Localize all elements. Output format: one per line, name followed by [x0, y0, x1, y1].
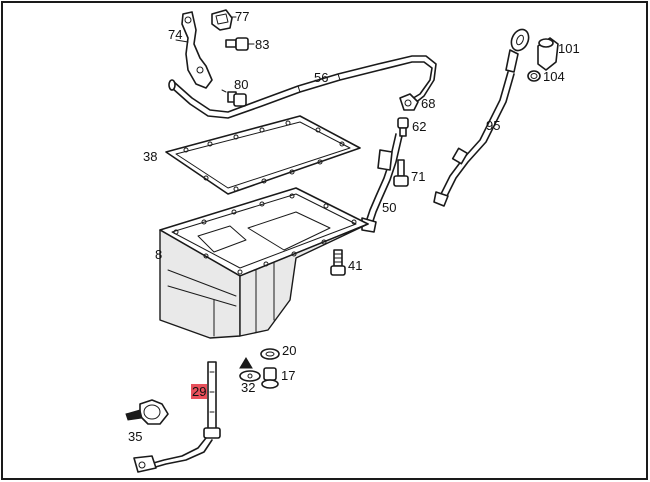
flange-holes — [173, 193, 357, 275]
label-77: 77 — [235, 9, 249, 24]
label-56: 56 — [314, 70, 328, 85]
gasket-part[interactable] — [165, 115, 361, 195]
label-8: 8 — [155, 247, 162, 262]
label-68: 68 — [421, 96, 435, 111]
dipstick-part[interactable] — [433, 27, 532, 207]
cable-clamp-part[interactable] — [125, 399, 169, 425]
bolt-part[interactable] — [221, 89, 247, 107]
oil-pan-part[interactable] — [159, 187, 369, 339]
nut-part[interactable] — [239, 357, 261, 382]
label-101: 101 — [558, 41, 580, 56]
bolt-part[interactable] — [330, 249, 346, 276]
drain-plug-part[interactable] — [261, 367, 279, 389]
hose-part[interactable] — [168, 55, 437, 119]
label-104: 104 — [543, 69, 565, 84]
elbow-fitting-part[interactable] — [399, 93, 419, 111]
label-95: 95 — [486, 118, 500, 133]
bracket-part[interactable] — [175, 11, 213, 89]
label-17: 17 — [281, 368, 295, 383]
label-35: 35 — [128, 429, 142, 444]
gasket-holes — [183, 120, 345, 192]
label-50: 50 — [382, 200, 396, 215]
label-41: 41 — [348, 258, 362, 273]
seal-ring-part[interactable] — [260, 348, 280, 360]
oil-level-sensor-part[interactable] — [133, 361, 221, 473]
guide-tube-part[interactable] — [361, 133, 403, 233]
bolt-part[interactable] — [225, 37, 255, 51]
nipple-fitting-part[interactable] — [397, 117, 409, 137]
clip-part[interactable] — [211, 9, 237, 31]
label-38: 38 — [143, 149, 157, 164]
label-80: 80 — [234, 77, 248, 92]
seal-ring-part[interactable] — [527, 70, 541, 82]
part-labels: 74 77 83 80 56 101 104 68 62 95 38 71 50… — [128, 9, 580, 444]
label-71: 71 — [411, 169, 425, 184]
bolt-part[interactable] — [393, 159, 409, 187]
cap-part[interactable] — [537, 37, 559, 71]
label-32: 32 — [241, 380, 255, 395]
highlight-29 — [191, 384, 207, 399]
label-74: 74 — [168, 27, 182, 42]
label-83: 83 — [255, 37, 269, 52]
label-62: 62 — [412, 119, 426, 134]
label-20: 20 — [282, 343, 296, 358]
label-29: 29 — [192, 384, 206, 399]
